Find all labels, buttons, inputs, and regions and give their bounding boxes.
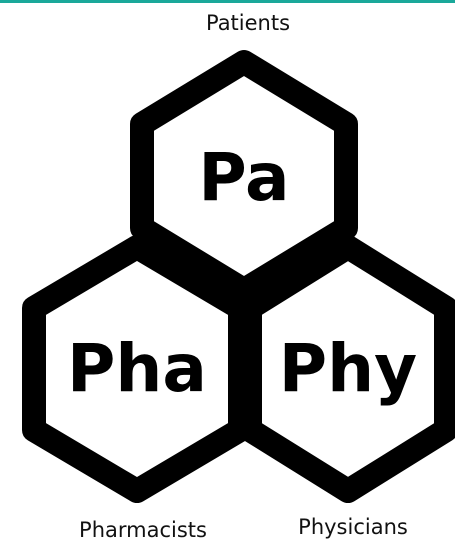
hexagon-pharmacists: Pha	[22, 235, 252, 503]
hexagon-patients: Pa	[130, 50, 358, 302]
label-patients: Patients	[205, 11, 291, 35]
label-physicians: Physicians	[298, 515, 408, 539]
abbr-pharmacists: Pha	[67, 330, 207, 407]
abbr-patients: Pa	[198, 139, 289, 216]
abbr-physicians: Phy	[279, 330, 417, 407]
hexagon-physicians: Phy	[238, 235, 455, 503]
label-pharmacists: Pharmacists	[79, 518, 207, 542]
top-accent-rule	[0, 0, 455, 3]
